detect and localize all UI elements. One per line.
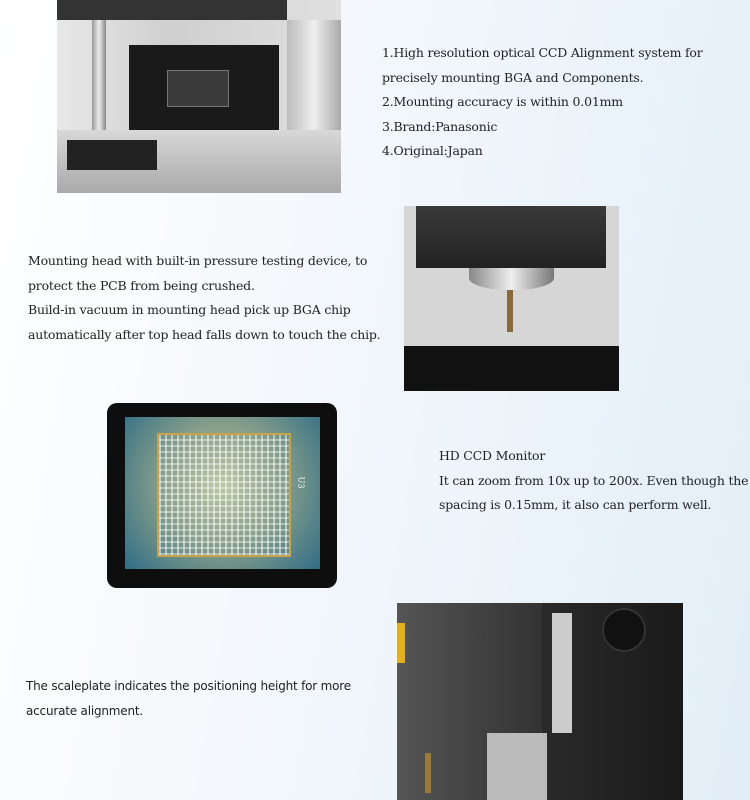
feature-line: 1.High resolution optical CCD Alignment … bbox=[382, 45, 703, 60]
description-line: The scaleplate indicates the positioning… bbox=[26, 679, 351, 693]
feature-line: 4.Original:Japan bbox=[382, 143, 483, 158]
monitor-title: HD CCD Monitor bbox=[439, 448, 546, 463]
mounting-head-text: Mounting head with built-in pressure tes… bbox=[28, 249, 381, 347]
ccd-features-text: 1.High resolution optical CCD Alignment … bbox=[382, 41, 703, 164]
scaleplate-text: The scaleplate indicates the positioning… bbox=[26, 674, 351, 723]
description-line: Mounting head with built-in pressure tes… bbox=[28, 253, 368, 268]
description-line: Build-in vacuum in mounting head pick up… bbox=[28, 302, 351, 317]
feature-line: precisely mounting BGA and Components. bbox=[382, 69, 644, 85]
feature-line: 3.Brand:Panasonic bbox=[382, 118, 498, 134]
ccd-alignment-photo bbox=[57, 0, 341, 193]
description-line: accurate alignment. bbox=[26, 703, 143, 718]
description-line: protect the PCB from being crushed. bbox=[28, 277, 255, 293]
description-line: automatically after top head falls down … bbox=[28, 326, 381, 342]
scaleplate-photo bbox=[397, 603, 683, 800]
mounting-head-photo bbox=[404, 206, 619, 391]
description-line: spacing is 0.15mm, it also can perform w… bbox=[439, 497, 712, 512]
ccd-monitor-text: HD CCD Monitor It can zoom from 10x up t… bbox=[439, 444, 750, 518]
screen-label: U3 bbox=[296, 476, 306, 489]
feature-line: 2.Mounting accuracy is within 0.01mm bbox=[382, 94, 623, 109]
description-line: It can zoom from 10x up to 200x. Even th… bbox=[439, 472, 750, 488]
ccd-monitor-photo: U3 bbox=[107, 403, 337, 588]
